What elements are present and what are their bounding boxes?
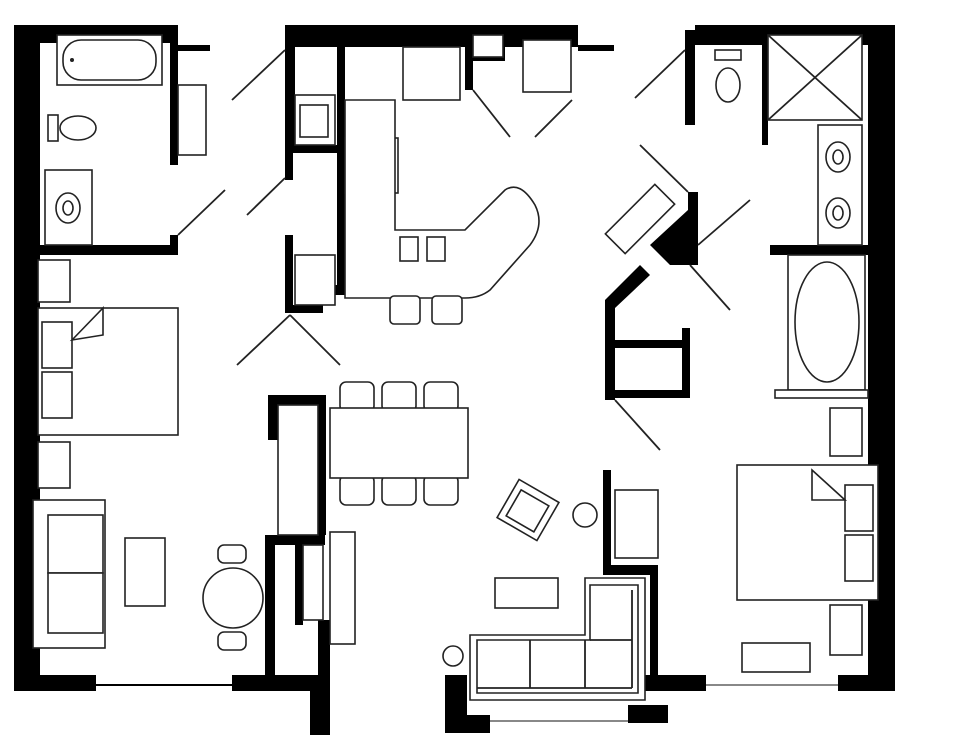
media-cabinet: [614, 489, 659, 559]
coffee-table: [494, 577, 559, 609]
toilet-icon: [47, 114, 97, 142]
side-table: [572, 502, 598, 528]
refrigerator: [402, 46, 461, 101]
right-bathroom: [714, 34, 869, 399]
bench: [741, 642, 811, 673]
appliance: [522, 39, 572, 93]
kitchen-sink-icon: [399, 236, 446, 262]
nightstand: [829, 407, 863, 457]
armchair: [495, 478, 561, 542]
doors: [177, 49, 751, 451]
sectional-sofa: [469, 577, 646, 701]
kitchen: [344, 34, 572, 325]
right-bedroom: [736, 407, 879, 673]
toilet-icon: [714, 49, 742, 103]
kitchen-island: [344, 99, 540, 299]
left-bathroom: [44, 34, 207, 246]
interior-walls: [14, 25, 868, 675]
bar-stool: [431, 295, 463, 325]
left-bedroom: [32, 259, 264, 651]
cabinet: [177, 84, 207, 156]
coffee-table: [124, 537, 166, 607]
dining-table: [329, 381, 469, 506]
nightstand: [37, 259, 71, 303]
sofa: [32, 499, 106, 649]
pantry-closet: [604, 183, 676, 255]
round-table: [202, 544, 264, 651]
shower: [767, 34, 863, 121]
nightstand: [829, 604, 863, 656]
nightstand: [37, 441, 71, 489]
bar-stool: [389, 295, 421, 325]
living-room: [442, 478, 659, 701]
closets: [277, 94, 356, 645]
side-table: [442, 645, 464, 667]
